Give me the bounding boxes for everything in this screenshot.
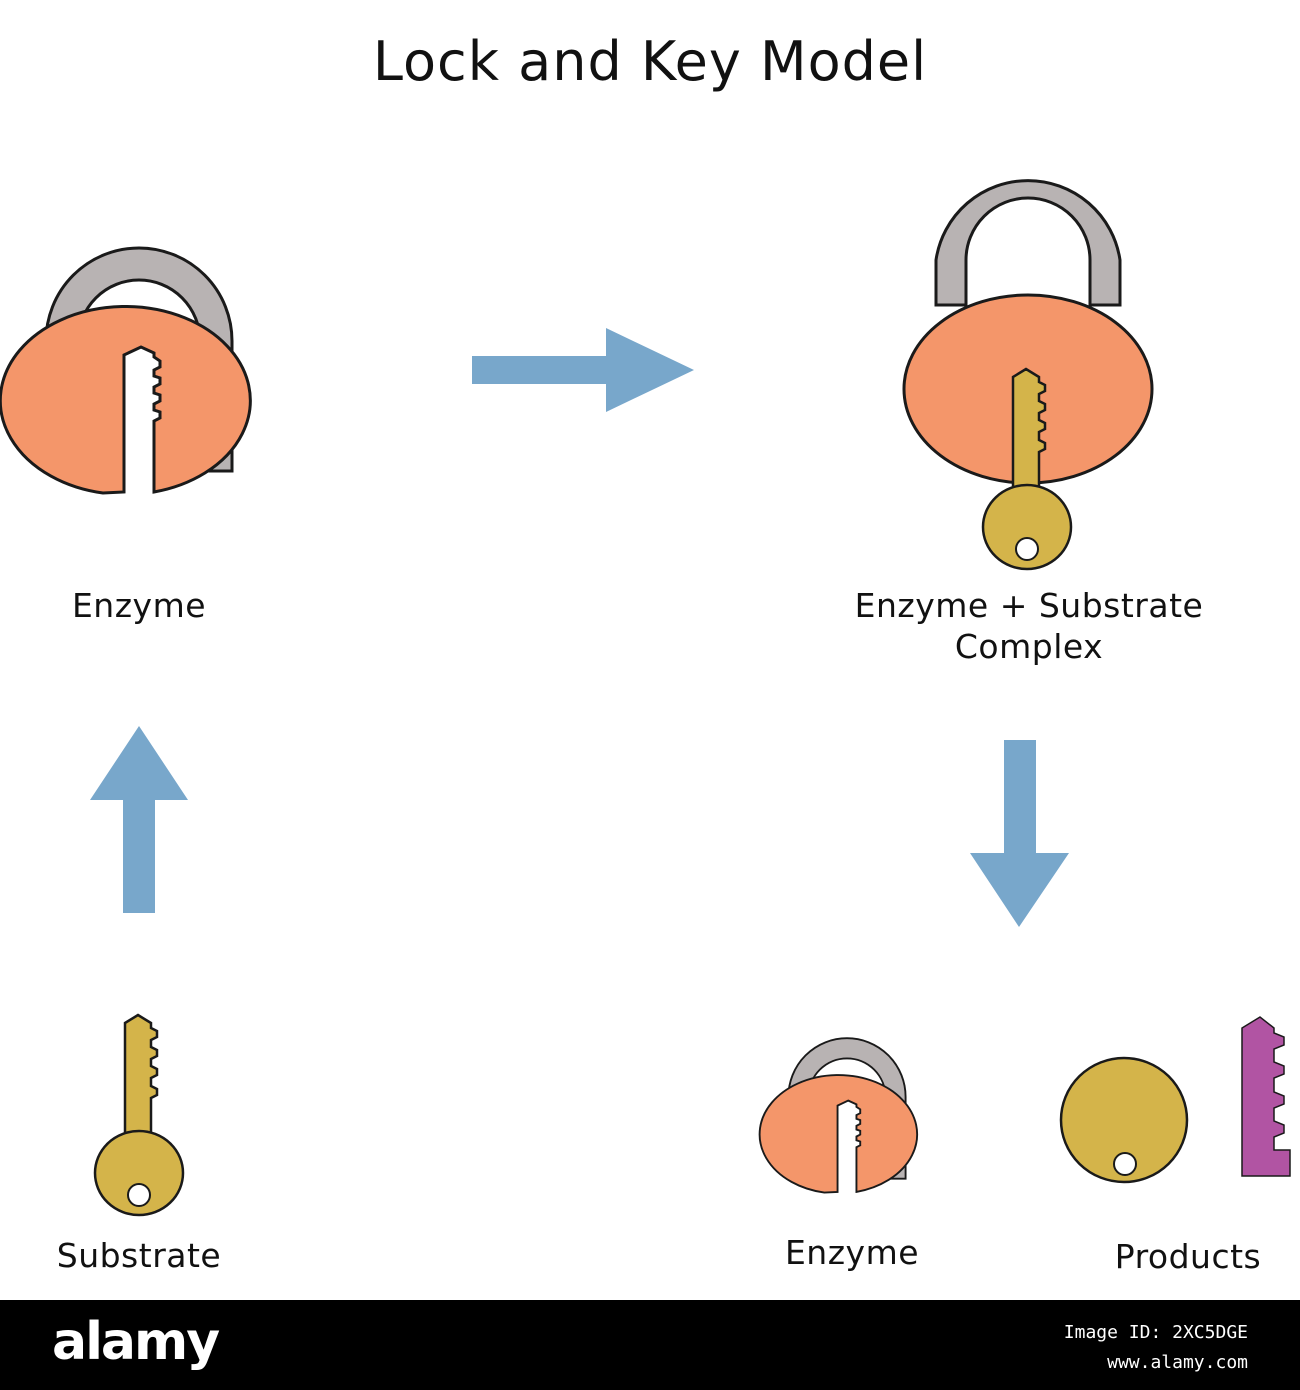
lock-and-key-diagram: [0, 179, 1291, 1217]
product-bow-icon: [1059, 1056, 1189, 1184]
substrate-key-icon: [93, 1013, 185, 1217]
product-shaft-icon: [1241, 1016, 1291, 1177]
products-label: Products: [1114, 1237, 1262, 1276]
diagram-title: Lock and Key Model: [372, 30, 928, 93]
complex-label-line1: Enzyme + Substrate: [854, 586, 1204, 625]
brand-logo: alamy: [52, 1312, 220, 1372]
enzyme-label: Enzyme: [71, 586, 207, 625]
arrow-right-icon: [472, 328, 694, 412]
footer-bar: alamy Image ID: 2XC5DGE www.alamy.com: [0, 1300, 1300, 1390]
arrow-down-icon: [970, 740, 1069, 927]
complex-label-line2: Complex: [954, 627, 1104, 666]
enzyme-lock-icon: [0, 246, 252, 495]
image-id: Image ID: 2XC5DGE: [1063, 1322, 1248, 1343]
site-url[interactable]: www.alamy.com: [1107, 1352, 1248, 1373]
enzyme-lock-small-icon: [758, 1037, 919, 1194]
enzyme-bottom-label: Enzyme: [784, 1233, 920, 1272]
substrate-label: Substrate: [56, 1236, 222, 1275]
arrow-up-icon: [90, 726, 188, 913]
